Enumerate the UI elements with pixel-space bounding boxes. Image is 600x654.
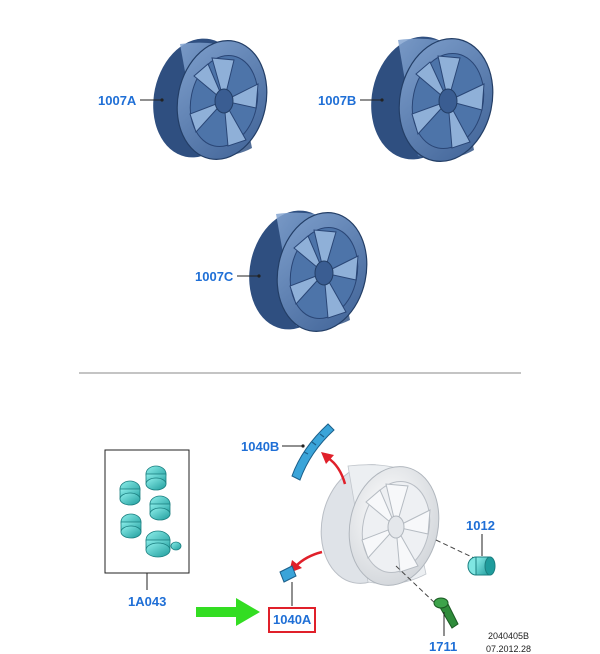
trim-strip-1040b [282, 423, 335, 481]
callout-1007c: 1007C [195, 269, 234, 284]
wheel-1007b [360, 36, 494, 162]
drawing-number: 2040405B [488, 631, 530, 641]
highlight-box-1040a [268, 607, 316, 633]
callout-1040b: 1040B [241, 439, 280, 454]
motion-arrow-up [321, 452, 347, 485]
lug-nut-kit [104, 449, 190, 590]
wheel-1007a [140, 38, 268, 160]
callout-1012: 1012 [466, 518, 495, 533]
drawing-date: 07.2012.28 [486, 644, 532, 654]
callout-1a043: 1A043 [128, 594, 167, 609]
ghost-wheel [320, 464, 475, 607]
callout-1007b: 1007B [318, 93, 357, 108]
callout-1007a: 1007A [98, 93, 137, 108]
callout-1711: 1711 [429, 639, 458, 654]
lug-nut-1012 [467, 534, 496, 576]
wheel-1007c [237, 210, 368, 332]
green-pointer-arrow [196, 598, 260, 626]
callout-1040a: 1040A [273, 612, 312, 627]
valve-stem-1711 [433, 597, 459, 636]
trim-clip-1040a [279, 565, 297, 606]
